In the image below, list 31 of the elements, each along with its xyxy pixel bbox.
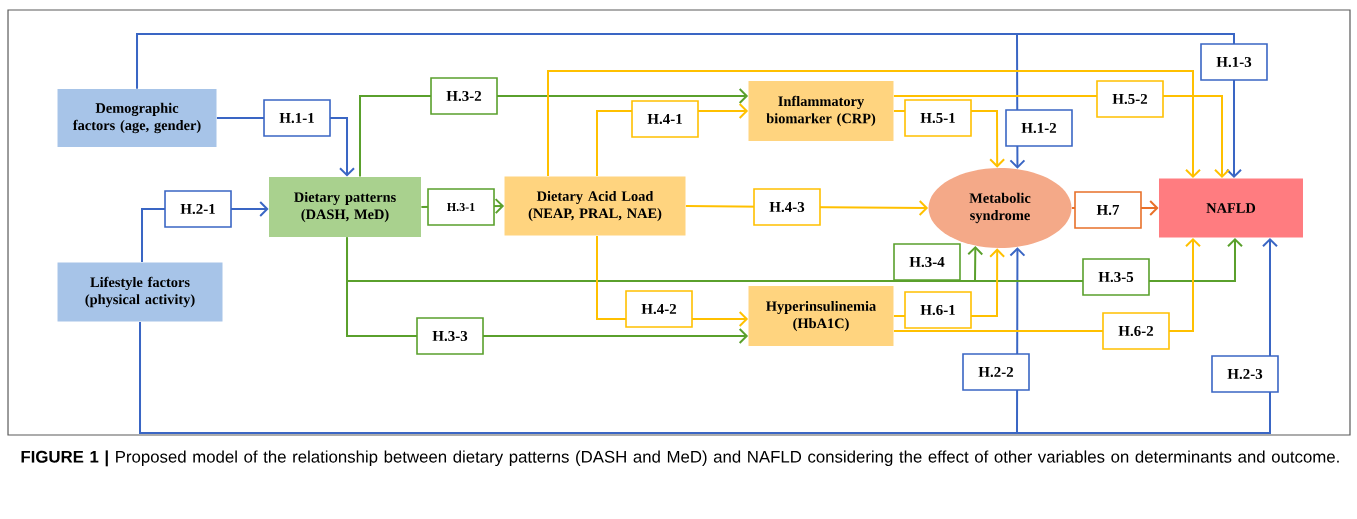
process-box: Hyperinsulinemia (HbA1C) [748,286,894,346]
process-box: Inflammatory biomarker (CRP) [748,81,894,141]
outcome-box: NAFLD [1159,178,1303,238]
arrow [346,236,1243,282]
edge-label: H.2-1 [164,190,232,228]
process-box: Dietary Acid Load (NEAP, PRAL, NAE) [504,176,686,236]
edge-label: H.7 [1074,191,1142,229]
edge-label: H.4-3 [753,188,821,226]
edge-label: H.5-2 [1096,80,1164,118]
factor-box: Lifestyle factors (physical activity) [57,262,223,322]
edge-label: H.3-2 [430,77,498,115]
edge-label: H.3-1 [427,188,495,226]
arrow [136,33,1242,179]
edge-label: H.1-3 [1200,43,1268,81]
factor-box: Demographic factors (age, gender) [57,89,217,147]
edge-label: H.2-3 [1211,355,1279,393]
edge-label: H.6-2 [1102,312,1170,350]
arrow [547,70,1201,179]
process-box: Dietary patterns (DASH, MeD) [269,177,421,237]
edge-label: H.5-1 [904,99,972,137]
edge-label: H.1-2 [1005,109,1073,147]
caption: FIGURE 1 | Proposed model of the relationship between dietary patterns (DASH and MeD) and NAFLD considering the effect of other variables on determinants and outcome. [21,450,1339,467]
edge-label: H.3-5 [1082,258,1150,296]
edge-label: H.4-1 [631,100,699,138]
edge-label: H.3-4 [893,243,961,281]
arrow [139,237,1278,434]
edge-label: H.2-2 [962,353,1030,391]
edge-label: H.3-3 [416,317,484,355]
edge-label: H.4-2 [625,290,693,328]
edge-label: H.1-1 [263,99,331,137]
edge-label: H.6-1 [904,291,972,329]
